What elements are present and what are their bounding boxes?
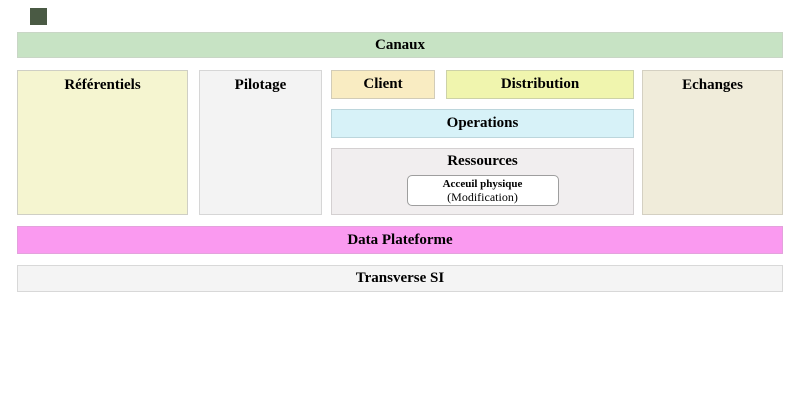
block-ressources: Ressources Acceuil physique (Modificatio… [331, 148, 634, 215]
echanges-label: Echanges [682, 77, 743, 93]
acceuil-physique-title: Acceuil physique [442, 178, 523, 190]
transverse-si-label: Transverse SI [355, 270, 445, 286]
operations-label: Operations [446, 115, 519, 131]
data-plateforme-label: Data Plateforme [347, 231, 453, 248]
block-operations: Operations [331, 109, 634, 138]
small-square-marker [30, 8, 47, 25]
layer-transverse-si: Transverse SI [17, 265, 783, 292]
referentiels-label: Référentiels [64, 77, 141, 93]
client-label: Client [363, 76, 403, 92]
layer-canaux: Canaux [17, 32, 783, 58]
node-acceuil-physique: Acceuil physique (Modification) [406, 175, 559, 206]
acceuil-physique-subtitle: (Modification) [447, 190, 518, 204]
distribution-label: Distribution [500, 76, 580, 92]
block-client: Client [331, 70, 435, 99]
layer-data-plateforme: Data Plateforme [17, 226, 783, 254]
canaux-label: Canaux [374, 36, 426, 53]
block-echanges: Echanges [642, 70, 783, 215]
pilotage-label: Pilotage [234, 77, 287, 93]
ressources-label: Ressources [447, 153, 518, 169]
block-referentiels: Référentiels [17, 70, 188, 215]
block-pilotage: Pilotage [199, 70, 322, 215]
block-distribution: Distribution [446, 70, 634, 99]
